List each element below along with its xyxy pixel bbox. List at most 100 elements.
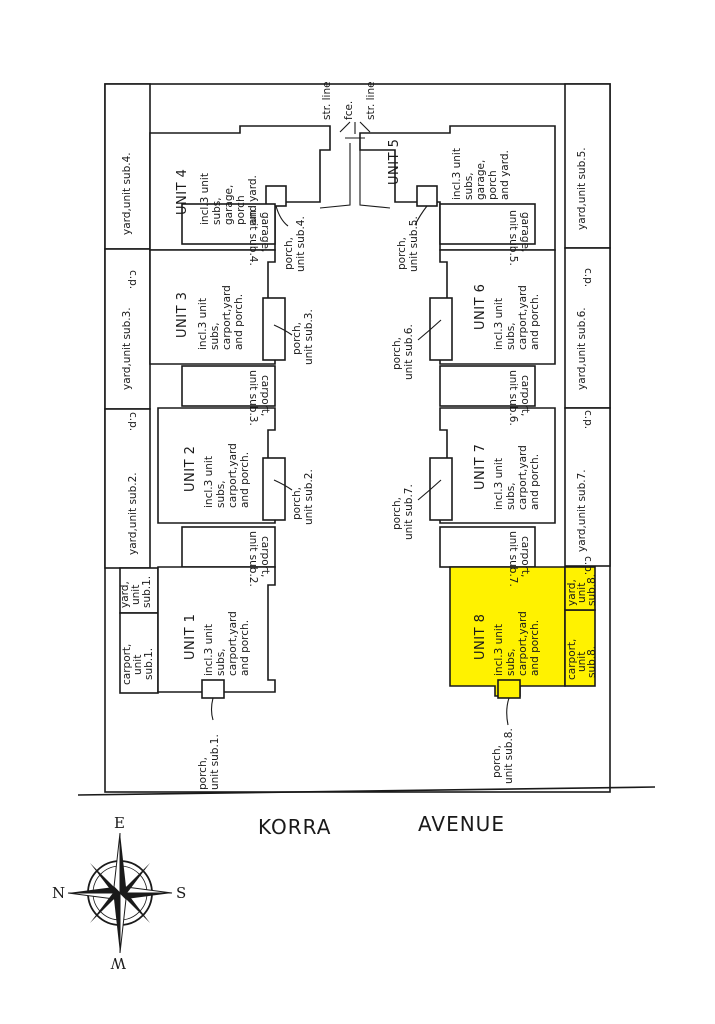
svg-text:unit sub.7.: unit sub.7. xyxy=(403,484,415,540)
svg-text:porch: porch xyxy=(487,170,499,200)
svg-text:porch,: porch, xyxy=(291,487,303,520)
svg-text:carport,: carport, xyxy=(259,536,271,577)
porch-label-6: porch, unit sub.6. xyxy=(391,324,415,380)
yard-label-2: yard,unit sub.2. xyxy=(127,472,139,555)
unit-1-desc: incl.3 unit subs, carport,yard and porch… xyxy=(203,611,251,676)
unit-8-name: UNIT 8 xyxy=(473,614,488,660)
leader-porch-3 xyxy=(273,324,293,336)
yard-strip-unit-2 xyxy=(104,408,151,569)
yard-label-5: yard,unit sub.5. xyxy=(576,147,588,230)
svg-text:and porch.: and porch. xyxy=(529,620,541,676)
svg-text:porch,: porch, xyxy=(396,237,408,270)
porch-label-4: porch, unit sub.4. xyxy=(283,216,307,272)
carport-label-1: carport, unit sub.1. xyxy=(121,644,155,685)
carport-label-8: carport, unit sub.8. xyxy=(566,639,598,680)
svg-text:sub.1.: sub.1. xyxy=(141,576,153,608)
svg-text:incl.3 unit: incl.3 unit xyxy=(199,173,211,225)
carport-box-unit-8 xyxy=(564,609,596,687)
unit-2-name: UNIT 2 xyxy=(183,446,198,492)
leader-porch-8 xyxy=(506,697,510,726)
leader-porch-7 xyxy=(417,479,442,501)
unit-6-desc: incl.3 unit subs, carport,yard and porch… xyxy=(493,285,541,350)
yard-label-1: yard, unit sub.1. xyxy=(119,576,153,608)
street-line xyxy=(77,786,656,796)
unit-8-desc: incl.3 unit subs, carport,yard and porch… xyxy=(493,611,541,676)
porch-unit-3 xyxy=(262,297,286,361)
svg-text:carport,yard: carport,yard xyxy=(221,285,233,350)
svg-text:unit sub.6.: unit sub.6. xyxy=(507,370,519,426)
svg-text:and porch.: and porch. xyxy=(239,620,251,676)
svg-text:porch,: porch, xyxy=(283,237,295,270)
unit-7-desc: incl.3 unit subs, carport,yard and porch… xyxy=(493,445,541,510)
carport-label-3: carport, unit sub.3. xyxy=(247,370,271,426)
svg-text:porch: porch xyxy=(235,195,247,225)
yard-strip-unit-6 xyxy=(564,247,611,409)
svg-text:unit: unit xyxy=(576,583,588,603)
svg-text:porch,: porch, xyxy=(391,337,403,370)
unit-2-desc: incl.3 unit subs, carport,yard and porch… xyxy=(203,443,251,508)
svg-text:and porch.: and porch. xyxy=(233,294,245,350)
svg-text:porch,: porch, xyxy=(391,497,403,530)
svg-text:carport,yard: carport,yard xyxy=(227,443,239,508)
porch-label-3: porch, unit sub.3. xyxy=(291,309,315,365)
svg-text:unit sub.1.: unit sub.1. xyxy=(209,734,221,790)
yard-strip-unit-5 xyxy=(564,83,611,249)
svg-text:unit: unit xyxy=(576,652,588,672)
svg-text:garage,: garage, xyxy=(223,185,235,225)
carport-band-unit-6 xyxy=(439,365,536,407)
svg-text:carport,: carport, xyxy=(519,536,531,577)
str-line-arrows xyxy=(339,121,371,134)
svg-text:incl.3 unit: incl.3 unit xyxy=(493,624,505,676)
svg-text:unit sub.7.: unit sub.7. xyxy=(507,531,519,587)
yard-box-unit-8 xyxy=(564,566,596,611)
svg-text:and porch.: and porch. xyxy=(239,452,251,508)
svg-text:incl.3 unit: incl.3 unit xyxy=(203,624,215,676)
unit-3-desc: incl.3 unit subs, carport,yard and porch… xyxy=(197,285,245,350)
svg-text:incl.3 unit: incl.3 unit xyxy=(203,456,215,508)
leader-porch-1 xyxy=(210,697,214,721)
svg-text:incl.3 unit: incl.3 unit xyxy=(493,298,505,350)
svg-text:unit sub.3.: unit sub.3. xyxy=(303,309,315,365)
svg-text:subs,: subs, xyxy=(215,648,227,676)
yard-label-3: yard,unit sub.3. xyxy=(121,307,133,390)
carport-band-unit-7 xyxy=(439,526,536,568)
cp-mark-2: c.p. xyxy=(127,412,139,431)
svg-text:garage,: garage, xyxy=(475,160,487,200)
svg-text:carport,yard: carport,yard xyxy=(227,611,239,676)
cp-mark-6: c.p. xyxy=(582,268,594,287)
yard-label-8: yard, unit sub.8. xyxy=(566,574,598,606)
carport-label-6: carport, unit sub.6. xyxy=(507,370,531,426)
svg-text:garage,: garage, xyxy=(259,212,271,252)
svg-text:unit sub.5.: unit sub.5. xyxy=(408,216,420,272)
driveway-right-wall xyxy=(359,143,391,209)
driveway-left-wall xyxy=(319,143,351,209)
svg-text:yard,: yard, xyxy=(566,579,578,606)
compass-label-left: N xyxy=(52,884,65,902)
porch-unit-6 xyxy=(429,297,453,361)
svg-text:subs,: subs, xyxy=(215,480,227,508)
svg-text:subs,: subs, xyxy=(505,322,517,350)
svg-text:porch,: porch, xyxy=(197,757,209,790)
garage-label-4: garage, unit sub.4. xyxy=(247,210,271,266)
svg-text:and yard.: and yard. xyxy=(499,150,511,200)
svg-text:carport,: carport, xyxy=(259,375,271,416)
yard-strip-unit-3 xyxy=(104,248,151,410)
compass-label-right: S xyxy=(176,884,186,902)
svg-text:unit sub.6.: unit sub.6. xyxy=(403,324,415,380)
svg-text:unit sub.5.: unit sub.5. xyxy=(507,210,519,266)
svg-text:unit: unit xyxy=(132,655,144,675)
unit-1-building xyxy=(157,566,276,693)
yard-label-4: yard,unit sub.4. xyxy=(121,152,133,235)
carport-box-unit-1 xyxy=(119,612,159,694)
garage-unit-4 xyxy=(181,203,276,245)
compass-label-bottom: W xyxy=(110,954,126,972)
svg-text:incl.3 unit: incl.3 unit xyxy=(451,148,463,200)
svg-text:unit sub.4.: unit sub.4. xyxy=(295,216,307,272)
str-line-left-label: str. line xyxy=(321,81,333,120)
svg-text:carport,yard: carport,yard xyxy=(517,611,529,676)
cp-mark-8: c.p. xyxy=(582,556,594,575)
svg-text:unit: unit xyxy=(130,585,142,605)
unit-4-name: UNIT 4 xyxy=(175,169,190,215)
garage-unit-5 xyxy=(439,203,536,245)
